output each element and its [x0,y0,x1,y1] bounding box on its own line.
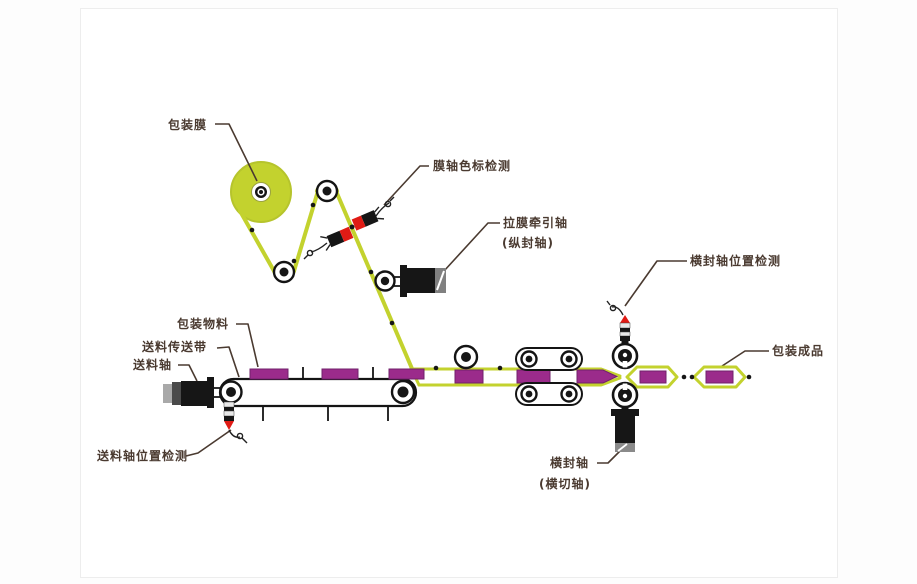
label-pull-axis: 拉膜牵引轴 [503,216,569,230]
color-mark-sensor-upper [351,206,385,231]
leader-finished-product [718,350,769,369]
longitudinal-seal-belts [515,347,583,406]
label-material: 包装物料 [177,317,230,331]
label-feed-axis-detect: 送料轴位置检测 [97,449,189,463]
package-dot [681,374,687,380]
cross-seal-rollers [611,342,639,410]
label-cross-seal-axis: 横封轴 [550,456,590,470]
film-roll-hub [251,182,271,202]
feed-axis-cylinder [163,377,221,408]
leader-feed-conveyor [216,346,240,378]
package-dot [689,374,695,380]
pull-axis-cylinder [394,265,446,297]
diagram-panel [80,8,838,578]
finished-packages [625,365,752,389]
leader-pull-axis [443,222,500,272]
feed-conveyor-belt [218,367,418,421]
film-guide-dots [249,202,503,371]
cross-seal-station [606,300,639,452]
leader-film-roll [215,123,258,182]
leader-feed-axis [178,364,198,382]
leader-color-mark-detect [383,165,429,206]
label-cross-seal-axis-sub: (横切轴) [539,477,591,491]
label-color-mark-detect: 膜轴色标检测 [433,159,512,173]
leader-feed-axis-detect [185,429,232,457]
color-mark-sensors [303,196,395,260]
film-guide-rollers [219,179,479,405]
leader-lines [178,123,769,464]
label-finished-product: 包装成品 [772,344,825,358]
package-dot [746,374,752,380]
label-pull-axis-sub: (纵封轴) [502,236,554,250]
label-feed-axis: 送料轴 [133,358,173,372]
color-mark-sensor-lower [320,226,354,251]
feed-axis-sensor [223,401,248,444]
leader-material [236,323,259,368]
label-film-roll: 包装膜 [168,118,208,132]
conveyor-flights [302,367,374,379]
cross-seal-position-sensor [606,300,631,345]
label-cross-seal-detect: 横封轴位置检测 [690,254,782,268]
conveyor-legs [262,406,389,421]
cross-seal-motor [611,409,639,452]
sensor-wire [310,242,328,253]
leader-cross-seal-detect [624,260,687,307]
sensor-wire [375,202,390,217]
leader-cross-seal-axis [597,449,622,464]
label-feed-conveyor: 送料传送带 [142,340,208,354]
